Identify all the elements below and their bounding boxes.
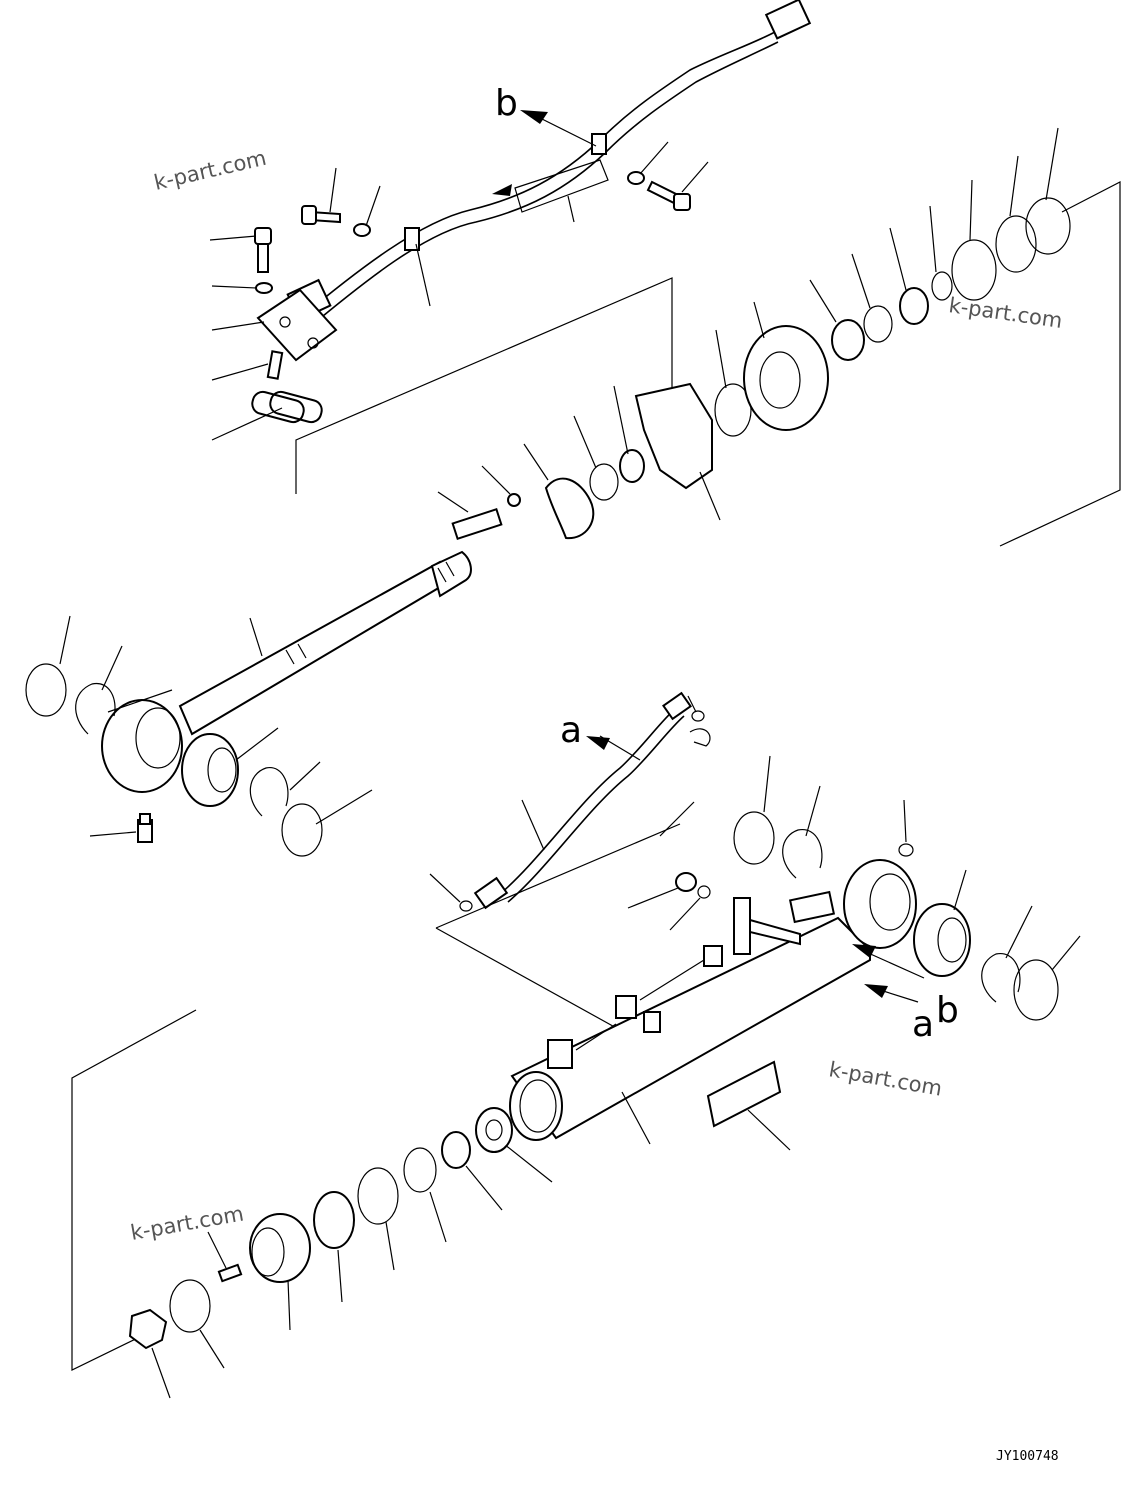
- bolt-top-right: [627, 171, 691, 211]
- piston-parts: [128, 1107, 513, 1350]
- rod-end-parts: [25, 663, 323, 857]
- piston-rod: [101, 550, 472, 793]
- piston-frame: [71, 1009, 197, 1371]
- leader-lines-tube: [503, 755, 1081, 1183]
- leader-lines-hose-lower: [429, 695, 907, 903]
- callout-b-top: b: [495, 83, 518, 124]
- tube-frame-top: [999, 181, 1121, 547]
- watermark-top-left: k-part.com: [152, 146, 269, 195]
- tube-frame-lower: [435, 823, 681, 1031]
- drawing-code: JY100748: [996, 1449, 1059, 1464]
- watermark-top-right: k-part.com: [947, 293, 1064, 333]
- hose-assembly-top: [256, 0, 812, 362]
- leader-lines-piston: [151, 1165, 503, 1399]
- leader-lines-rod: [59, 615, 373, 837]
- leader-lines-top: [209, 110, 709, 441]
- rod-head-parts: [451, 197, 1071, 540]
- callout-b-lower: b: [936, 990, 959, 1031]
- cylinder-tube: [509, 859, 917, 1141]
- rod-frame: [295, 277, 673, 494]
- leader-lines-head: [437, 127, 1059, 521]
- callout-a-lower: a: [912, 1004, 934, 1045]
- watermark-middle-right: k-part.com: [827, 1057, 944, 1100]
- bolts-top-left: [251, 205, 371, 424]
- callout-a-top: a: [560, 710, 582, 751]
- hose-assembly-lower: [459, 691, 914, 912]
- watermark-bottom-left: k-part.com: [129, 1201, 246, 1244]
- tube-end-parts: [733, 811, 1059, 1021]
